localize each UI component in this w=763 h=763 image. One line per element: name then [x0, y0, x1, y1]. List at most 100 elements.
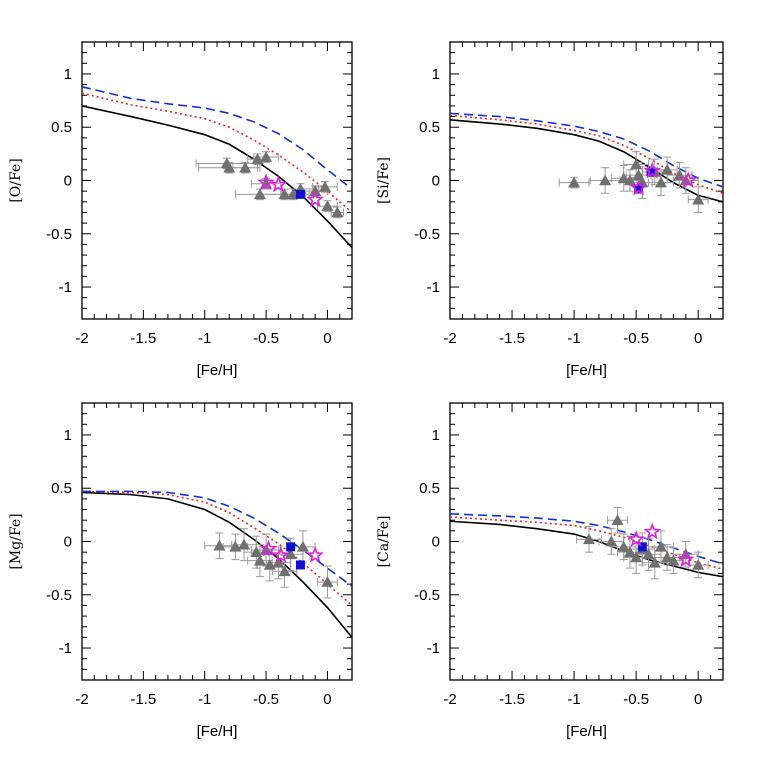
- model-curve-dotted: [82, 92, 352, 214]
- model-curve-dotted: [82, 490, 352, 607]
- x-tick-label: -2: [75, 330, 88, 347]
- triangle-marker: [661, 163, 674, 175]
- square-marker: [634, 184, 644, 194]
- triangle-marker: [250, 546, 263, 557]
- triangle-marker: [679, 174, 692, 186]
- model-curve-solid: [450, 118, 723, 203]
- square-marker: [646, 167, 656, 177]
- triangle-marker: [632, 169, 645, 180]
- data-points: [568, 158, 705, 205]
- triangle-marker: [654, 540, 667, 552]
- triangle-marker: [611, 514, 624, 525]
- x-tick-label: 0: [694, 330, 702, 347]
- x-tick-label: -0.5: [623, 691, 649, 708]
- axes-frame: [81, 402, 353, 681]
- triangle-marker: [648, 556, 661, 568]
- star-marker: [629, 178, 648, 196]
- x-tick-label: -0.5: [253, 691, 279, 708]
- triangle-marker: [654, 176, 667, 188]
- square-marker: [637, 542, 647, 552]
- y-tick-label: -0.5: [414, 226, 440, 243]
- star-marker: [643, 522, 662, 540]
- x-tick-label: 0: [694, 691, 702, 708]
- triangle-marker: [692, 193, 705, 205]
- star-marker: [643, 161, 662, 179]
- triangle-marker: [278, 565, 291, 577]
- model-curve-solid: [450, 520, 723, 578]
- triangle-marker: [321, 200, 334, 211]
- y-tick-label: 1: [64, 427, 72, 444]
- model-curves: [450, 112, 723, 203]
- axis-ticks: [449, 41, 724, 320]
- y-tick-label: -1: [59, 279, 72, 296]
- model-curve-solid: [82, 105, 352, 249]
- y-tick-label: 0: [432, 173, 440, 190]
- model-curve-dashed: [82, 85, 352, 190]
- y-axis-label: [Ca/Fe]: [376, 516, 392, 568]
- y-axis-label: [O/Fe]: [8, 158, 24, 202]
- triangle-marker: [605, 535, 618, 547]
- axis-ticks: [449, 402, 724, 681]
- x-tick-label: -1: [567, 691, 580, 708]
- star-marker: [306, 190, 324, 208]
- model-curves: [82, 85, 352, 249]
- x-axis-label: [Fe/H]: [197, 723, 238, 740]
- axis-ticks: [81, 402, 353, 681]
- x-tick-label: -1: [198, 330, 211, 347]
- y-tick-label: -0.5: [414, 587, 440, 604]
- y-tick-label: 1: [432, 427, 440, 444]
- x-tick-label: 0: [323, 691, 331, 708]
- triangle-marker: [617, 540, 630, 552]
- x-tick-label: -1.5: [499, 330, 525, 347]
- star-marker: [306, 546, 324, 563]
- x-tick-label: -1.5: [499, 691, 525, 708]
- y-tick-label: 0.5: [419, 480, 440, 497]
- y-tick-label: 0: [64, 173, 72, 190]
- triangle-marker: [331, 206, 344, 218]
- y-axis-label: [Mg/Fe]: [8, 513, 24, 569]
- triangle-marker: [319, 180, 331, 192]
- x-tick-label: -1: [198, 691, 211, 708]
- y-tick-label: 0: [64, 534, 72, 551]
- y-tick-label: 0: [432, 534, 440, 551]
- x-tick-label: -1.5: [130, 691, 156, 708]
- triangle-marker: [296, 540, 309, 552]
- x-tick-label: -2: [75, 691, 88, 708]
- x-axis-label: [Fe/H]: [566, 362, 607, 379]
- x-axis-label: [Fe/H]: [566, 723, 607, 740]
- star-marker: [677, 550, 695, 568]
- x-tick-label: 0: [323, 330, 331, 347]
- y-tick-label: 0.5: [51, 119, 72, 136]
- x-tick-label: -0.5: [253, 330, 279, 347]
- data-points: [213, 538, 334, 587]
- triangle-marker: [238, 538, 250, 550]
- x-tick-label: -0.5: [623, 330, 649, 347]
- triangle-marker: [630, 158, 643, 170]
- triangle-marker: [278, 188, 291, 200]
- square-marker: [295, 560, 305, 570]
- y-tick-label: -0.5: [46, 226, 72, 243]
- y-tick-label: 1: [432, 66, 440, 83]
- triangle-marker: [667, 554, 680, 566]
- triangle-marker: [253, 188, 266, 200]
- square-marker: [286, 542, 296, 552]
- triangle-marker: [661, 551, 674, 563]
- x-tick-label: -2: [443, 691, 456, 708]
- triangle-marker: [284, 548, 297, 560]
- y-tick-label: 1: [64, 66, 72, 83]
- axis-ticks: [81, 41, 353, 320]
- x-tick-label: -2: [443, 330, 456, 347]
- triangle-marker: [213, 539, 226, 551]
- triangle-marker: [568, 176, 581, 188]
- triangle-marker: [321, 575, 334, 587]
- error-bars: [576, 506, 709, 580]
- axes-frame: [81, 41, 353, 320]
- y-tick-label: 0.5: [51, 480, 72, 497]
- model-curve-dashed: [82, 490, 352, 587]
- triangle-marker: [642, 548, 655, 560]
